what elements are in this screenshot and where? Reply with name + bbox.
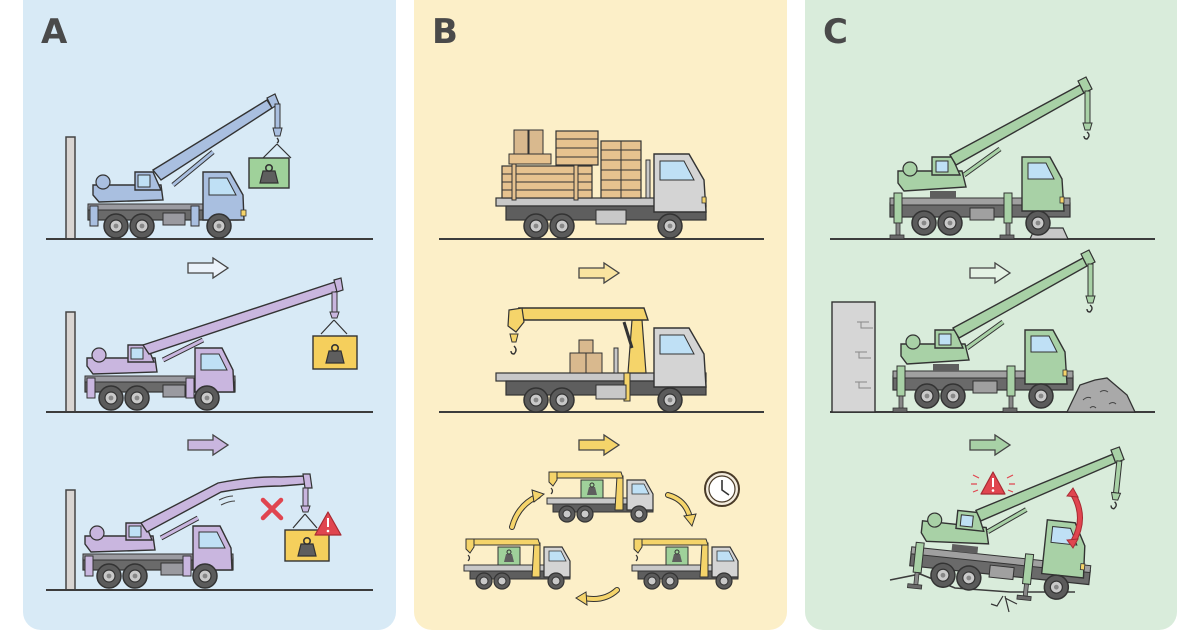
panel-b-illustration <box>439 129 764 606</box>
panel-b: B <box>414 0 787 630</box>
panel-label-b: B <box>432 12 458 52</box>
panel-a: A <box>23 0 396 630</box>
scene-a3 <box>46 473 373 591</box>
arrow-right-icon <box>969 261 1012 285</box>
crane-boom <box>517 307 649 321</box>
swing-arrow-icon <box>1066 487 1083 549</box>
wall-post <box>65 136 76 240</box>
scene-a1 <box>46 93 373 240</box>
warning-icon <box>971 471 1015 495</box>
arrow-right-icon <box>578 261 621 285</box>
cycle-truck-top <box>547 472 653 522</box>
scene-a2 <box>46 277 373 413</box>
arrow-right-icon <box>969 433 1012 457</box>
x-mark-icon <box>260 497 284 521</box>
panel-c: C <box>805 0 1177 630</box>
ground-crack <box>990 595 1018 613</box>
crane-boom-extended <box>141 281 339 355</box>
panel-label-c: C <box>823 12 848 52</box>
lumber-bundle <box>501 163 593 201</box>
arrow-right-icon <box>578 433 621 457</box>
panel-c-illustration <box>830 0 1155 613</box>
scene-c2 <box>830 250 1155 412</box>
clock-icon <box>704 471 740 507</box>
scene-b3 <box>464 471 740 606</box>
scene-c3 <box>889 426 1125 613</box>
load-yellow <box>312 335 358 370</box>
brick-wall <box>831 301 876 413</box>
cycle-truck-right <box>632 539 738 589</box>
scene-b2 <box>439 307 764 413</box>
arrow-right-icon <box>187 256 230 280</box>
cycle-arrow-icon <box>582 588 619 601</box>
scene-b1 <box>439 129 764 240</box>
cycle-truck-left <box>464 539 570 589</box>
uneven-ground <box>889 573 1075 593</box>
arrow-right-icon <box>187 433 230 457</box>
scene-c1 <box>830 77 1155 239</box>
panel-label-a: A <box>41 12 68 52</box>
panel-a-illustration <box>46 93 373 591</box>
rubble-pile <box>1065 377 1137 413</box>
